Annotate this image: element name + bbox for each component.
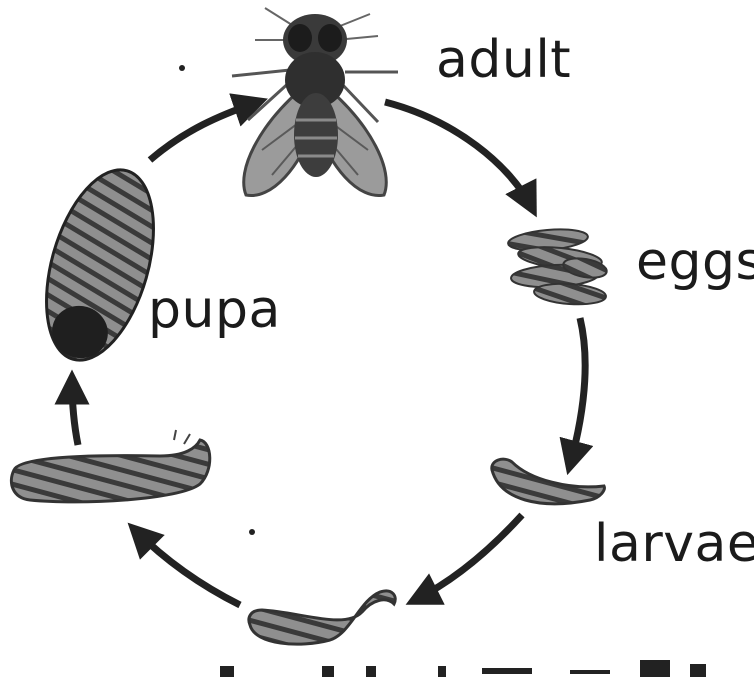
stage-label-adult: adult [436, 34, 571, 86]
arrow-adult-to-eggs [385, 102, 532, 208]
stage-label-larvae: larvae [594, 518, 754, 570]
larva-illustration [11, 430, 255, 535]
arrow-eggs-to-larvae [570, 318, 585, 465]
arrow-larvae-to-maggot [415, 515, 522, 600]
stage-label-pupa: pupa [148, 284, 281, 336]
arrow-maggot-to-larva [135, 530, 240, 605]
eggs-illustration [507, 227, 608, 307]
adult-fly-illustration [179, 8, 398, 196]
arrow-pupa-to-adult [150, 102, 258, 160]
arrow-larva-to-pupa [72, 380, 78, 445]
stage-label-eggs: eggs [636, 236, 754, 288]
pupa-illustration [27, 158, 173, 373]
larvae-illustration [492, 459, 605, 504]
cropped-bottom-text [220, 660, 706, 677]
maggot-illustration [249, 591, 395, 644]
